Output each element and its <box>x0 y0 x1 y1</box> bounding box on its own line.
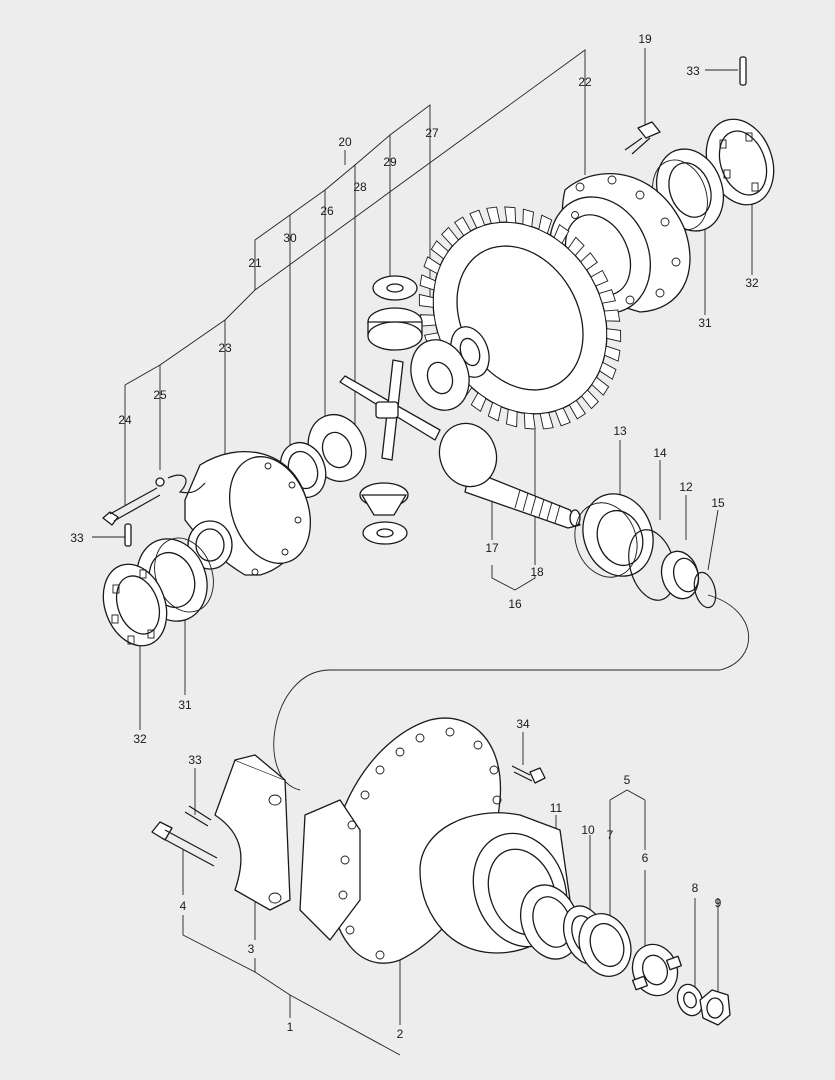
crown-wheel-tooth <box>441 226 459 247</box>
callout-28: 28 <box>353 180 367 194</box>
callout-9: 9 <box>715 896 722 910</box>
callout-29: 29 <box>383 155 397 169</box>
callout-11: 11 <box>550 801 563 815</box>
crown-wheel-tooth <box>419 314 437 327</box>
oil-seal <box>578 913 632 977</box>
callout-8: 8 <box>692 881 699 895</box>
crown-wheel-tooth <box>539 412 554 430</box>
crown-wheel-tooth <box>606 328 622 343</box>
callout-2: 2 <box>397 1027 404 1041</box>
callout-22: 22 <box>578 75 592 89</box>
callout-20: 20 <box>338 135 352 149</box>
callout-7: 7 <box>607 828 614 842</box>
flange-nut <box>699 989 731 1026</box>
lock-washer-small <box>155 474 206 494</box>
crown-wheel-tooth <box>523 412 536 430</box>
callout-21: 21 <box>248 256 262 270</box>
callout-3: 3 <box>248 942 255 956</box>
crown-wheel-tooth <box>430 240 449 260</box>
bolt-top <box>624 121 661 155</box>
crown-wheel-tooth <box>567 236 585 257</box>
callout-32-left: 32 <box>133 732 147 746</box>
crown-wheel-tooth <box>454 216 472 237</box>
callout-23: 23 <box>218 341 232 355</box>
planet-gear-top <box>367 307 423 351</box>
callout-27: 27 <box>425 126 439 140</box>
callout-6: 6 <box>642 851 649 865</box>
crown-wheel-tooth <box>419 274 436 291</box>
crown-wheel-tooth <box>504 206 517 224</box>
crown-wheel-tooth <box>538 214 553 235</box>
callout-14: 14 <box>653 446 667 460</box>
callout-25: 25 <box>153 388 167 402</box>
callout-labels: 19 33 22 27 20 29 28 26 30 21 32 31 23 2… <box>70 32 759 1041</box>
callout-17: 17 <box>485 541 499 555</box>
crown-wheel-tooth <box>603 309 621 322</box>
callout-13: 13 <box>613 424 627 438</box>
crown-wheel-tooth <box>591 376 610 396</box>
drive-pinion <box>438 422 581 529</box>
side-gear-washer-top <box>372 275 418 301</box>
crown-wheel-tooth <box>554 407 571 427</box>
callout-1: 1 <box>287 1020 294 1034</box>
pinion-outer-bearing <box>520 884 580 960</box>
callout-15: 15 <box>711 496 725 510</box>
adjusting-nut-left <box>102 563 168 647</box>
callout-16: 16 <box>508 597 522 611</box>
side-gear-right <box>410 339 470 411</box>
locking-pin-left <box>124 523 132 547</box>
bearing-cap <box>214 754 291 911</box>
crown-wheel-tooth <box>423 256 441 275</box>
case-bolt <box>102 487 161 526</box>
callout-12: 12 <box>679 480 693 494</box>
crown-wheel-tooth <box>418 293 434 308</box>
adjusting-nut-top <box>705 118 775 206</box>
callout-5: 5 <box>624 773 631 787</box>
callout-4: 4 <box>180 899 187 913</box>
crown-wheel-tooth <box>598 289 617 304</box>
crown-wheel-tooth <box>553 223 570 244</box>
locking-pin-bottom <box>184 805 212 827</box>
crown-wheel-tooth <box>469 209 486 229</box>
crown-wheel-tooth <box>581 389 599 410</box>
callout-30: 30 <box>283 231 297 245</box>
callout-31-top: 31 <box>698 316 712 330</box>
callout-10: 10 <box>581 823 595 837</box>
crown-wheel-tooth <box>568 399 586 420</box>
crown-wheel-tooth <box>522 208 535 228</box>
callout-18: 18 <box>530 565 544 579</box>
callout-26: 26 <box>320 204 334 218</box>
callout-24: 24 <box>118 413 132 427</box>
locking-pin-top <box>739 56 747 86</box>
crown-wheel-tooth <box>604 345 621 362</box>
callout-32-top: 32 <box>745 276 759 290</box>
crown-wheel-tooth <box>505 408 518 428</box>
callout-33-top: 33 <box>686 64 700 78</box>
planet-washer-bottom <box>362 521 408 545</box>
flange-washer <box>676 983 704 1017</box>
crown-wheel-tooth <box>580 252 598 271</box>
crown-wheel-tooth <box>487 401 502 422</box>
cross-shaft <box>339 359 441 461</box>
leader-lines <box>92 48 753 1056</box>
drive-flange <box>631 943 682 997</box>
crown-wheel-tooth <box>470 392 487 413</box>
housing-bolt <box>511 765 546 784</box>
crown-wheel-tooth <box>590 269 609 287</box>
crown-wheel-tooth <box>486 206 501 224</box>
pinion-bearing <box>574 493 654 578</box>
callout-31-left: 31 <box>178 698 192 712</box>
planet-gear-bottom <box>359 482 409 516</box>
spacer-sleeve <box>660 550 700 600</box>
callout-33-bottom: 33 <box>188 753 202 767</box>
callout-33-left: 33 <box>70 531 84 545</box>
callout-34: 34 <box>516 717 530 731</box>
cap-bolt <box>151 821 218 867</box>
o-ring <box>693 571 717 609</box>
callout-19: 19 <box>638 32 652 46</box>
crown-wheel-tooth <box>599 361 617 380</box>
